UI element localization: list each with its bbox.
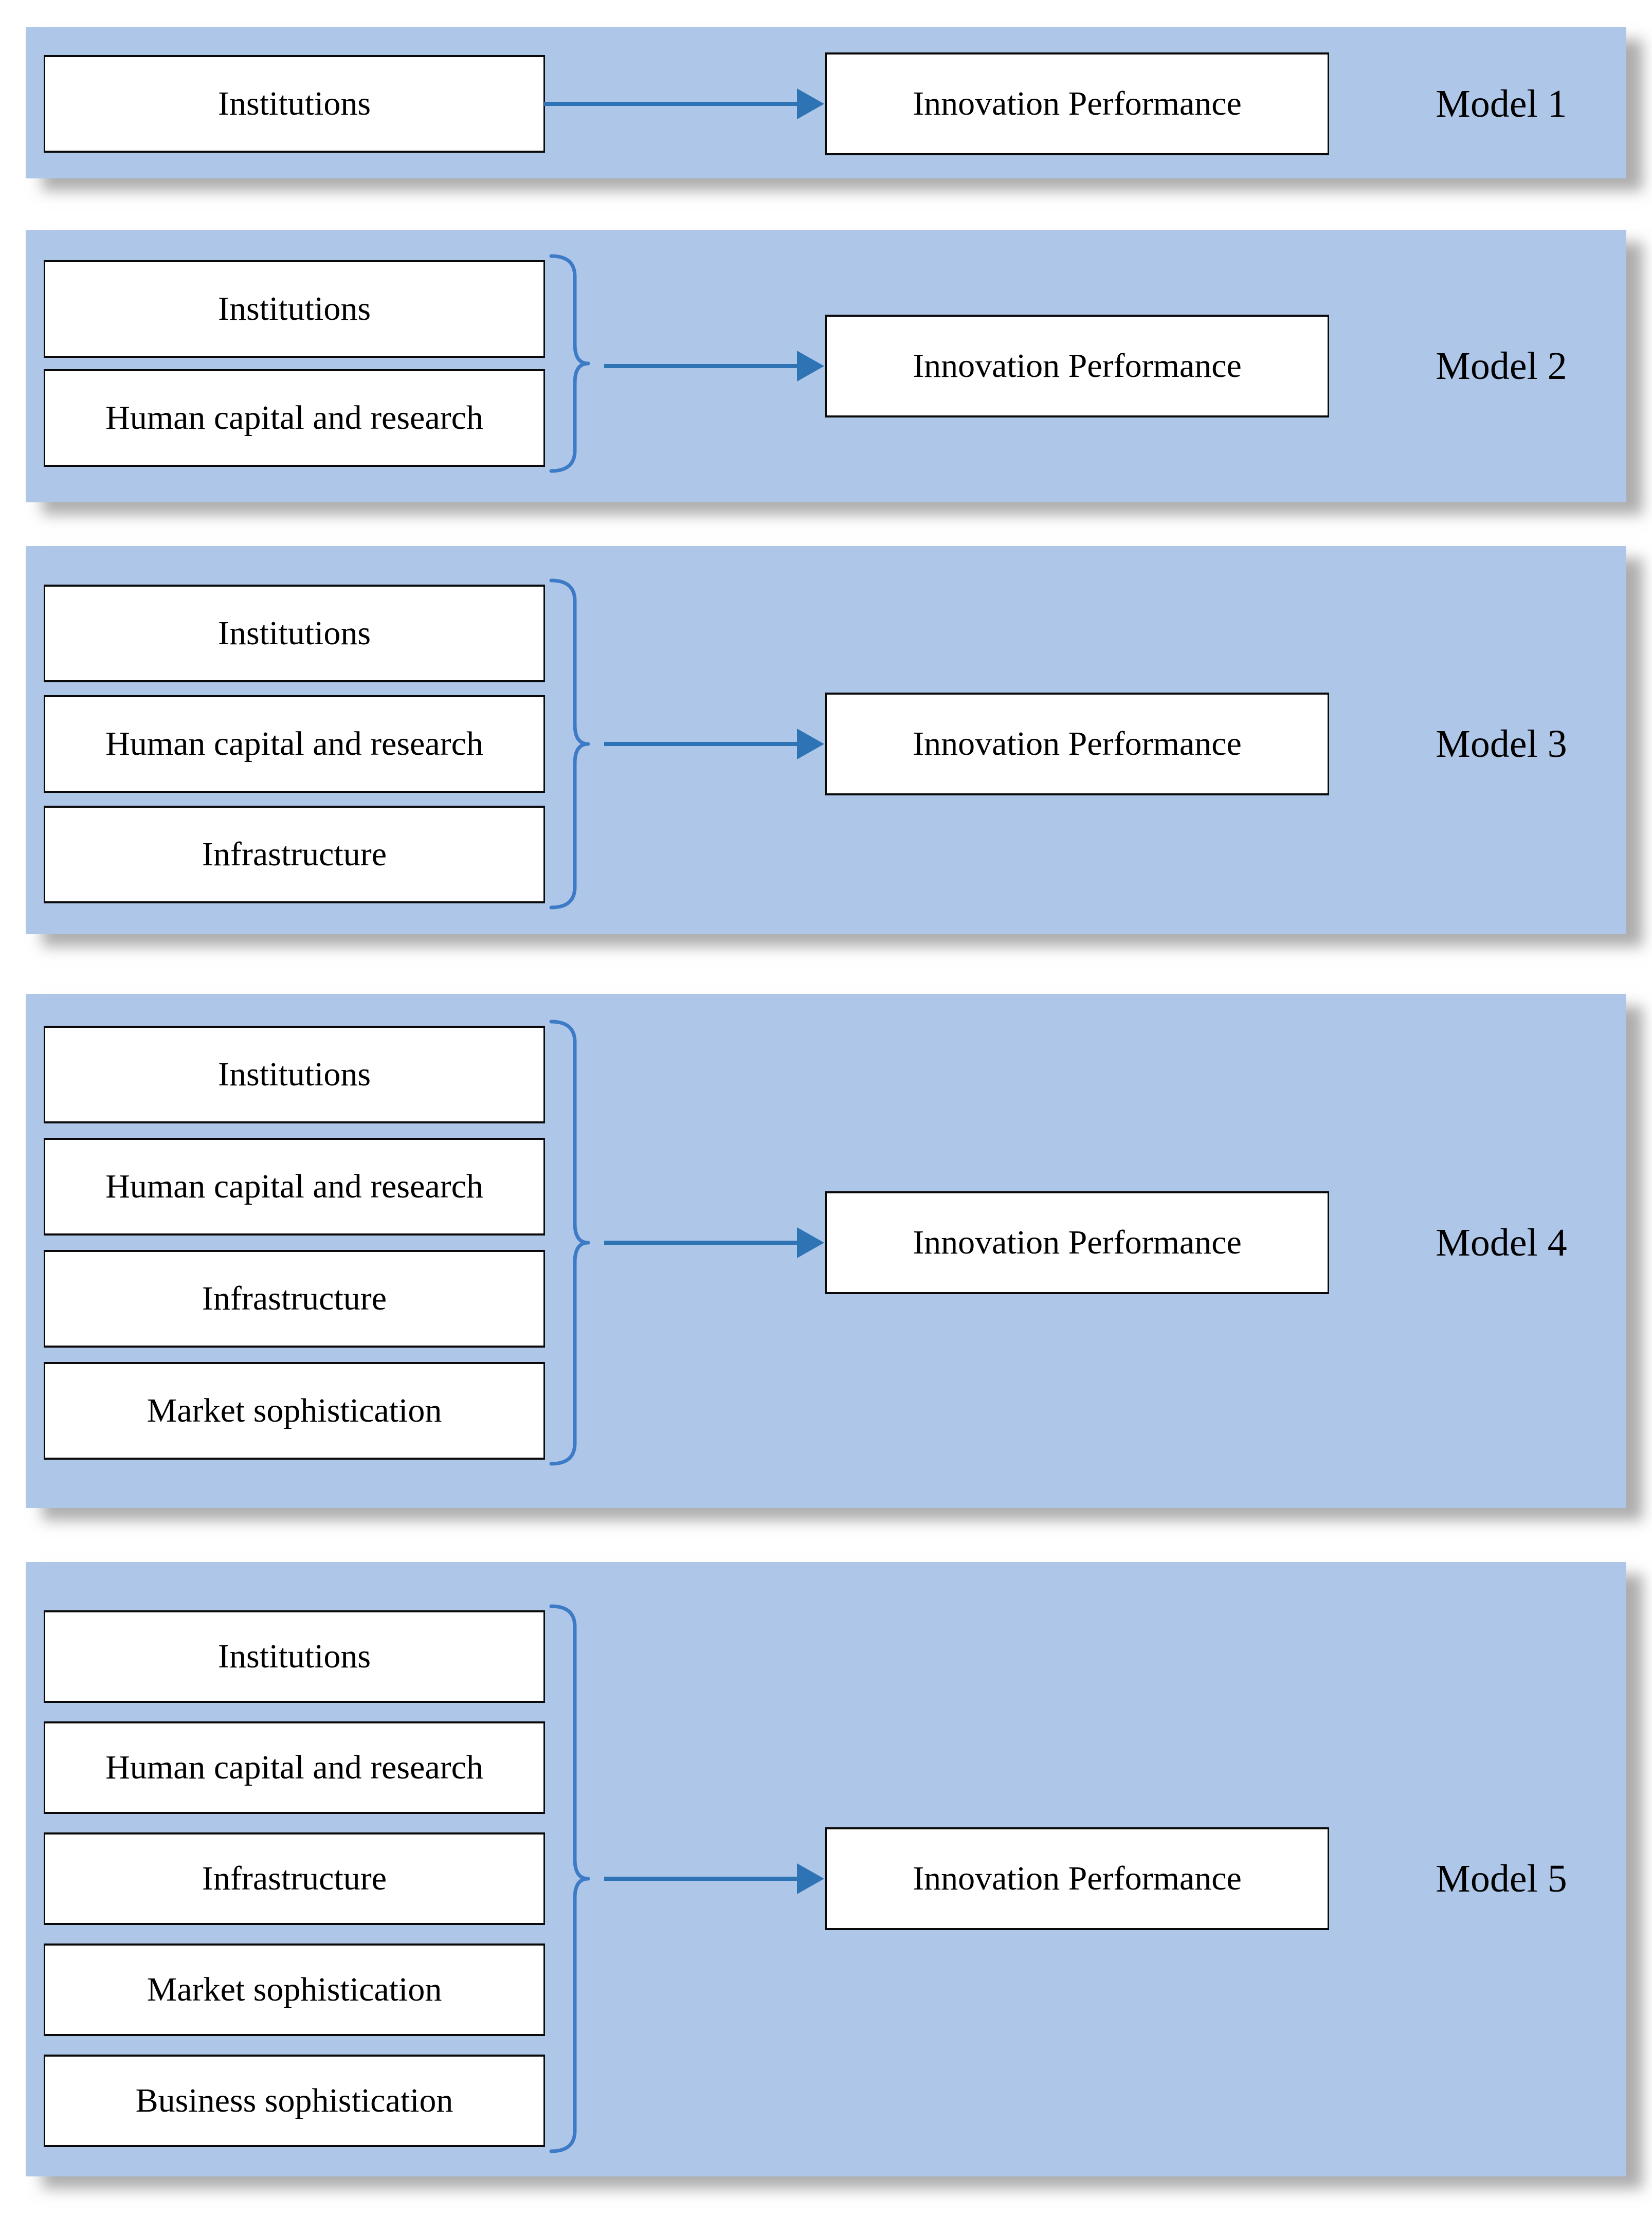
arrow-head-icon (797, 1863, 824, 1894)
input-box: Infrastructure (44, 806, 545, 903)
input-box-label: Infrastructure (202, 835, 387, 873)
arrow-shaft (604, 742, 798, 746)
model-panel-1: Institutions Innovation Performance Model … (26, 27, 1626, 178)
arrow-head-icon (797, 729, 824, 759)
arrow-shaft (604, 364, 798, 368)
outcome-box-label: Innovation Performance (913, 85, 1242, 122)
arrow-head-icon (797, 351, 824, 382)
outcome-box: Innovation Performance (825, 693, 1329, 795)
outcome-box: Innovation Performance (825, 52, 1329, 155)
grouping-brace-icon (549, 578, 590, 910)
outcome-box: Innovation Performance (825, 315, 1329, 417)
input-box: Human capital and research (44, 369, 545, 467)
input-box-label: Human capital and research (105, 1167, 483, 1205)
input-box: Market sophistication (44, 1362, 545, 1460)
arrow-shaft (604, 1241, 798, 1245)
input-box: Infrastructure (44, 1832, 545, 1925)
input-box: Market sophistication (44, 1943, 545, 2036)
input-box: Institutions (44, 1026, 545, 1123)
input-box: Business sophistication (44, 2055, 545, 2147)
outcome-box: Innovation Performance (825, 1827, 1329, 1930)
input-box: Human capital and research (44, 1721, 545, 1814)
input-box-label: Institutions (217, 614, 371, 652)
input-box: Institutions (44, 1610, 545, 1703)
input-box-label: Human capital and research (105, 398, 483, 437)
outcome-box-label: Innovation Performance (913, 1860, 1242, 1897)
input-box: Institutions (44, 55, 545, 153)
input-box: Human capital and research (44, 1138, 545, 1236)
input-box: Institutions (44, 260, 545, 358)
outcome-box: Innovation Performance (825, 1191, 1329, 1294)
input-box-label: Human capital and research (105, 724, 483, 762)
grouping-brace-icon (549, 1604, 590, 2153)
outcome-box-label: Innovation Performance (913, 1224, 1242, 1261)
arrow-shaft (544, 102, 798, 106)
input-box-label: Institutions (217, 84, 371, 122)
input-box-label: Human capital and research (105, 1748, 483, 1786)
input-box-label: Infrastructure (202, 1859, 387, 1897)
grouping-brace-icon (549, 1020, 590, 1466)
outcome-box-label: Innovation Performance (913, 725, 1242, 762)
outcome-box-label: Innovation Performance (913, 347, 1242, 385)
arrow-shaft (604, 1877, 798, 1881)
input-box-label: Institutions (217, 1055, 371, 1093)
input-box-label: Market sophistication (147, 1391, 442, 1429)
input-box-label: Infrastructure (202, 1279, 387, 1317)
model-label: Model 5 (1436, 1857, 1567, 1900)
input-box-label: Business sophistication (135, 2081, 453, 2119)
arrow-head-icon (797, 1227, 824, 1258)
model-label: Model 4 (1436, 1221, 1567, 1264)
input-box: Institutions (44, 585, 545, 682)
model-label: Model 1 (1436, 82, 1567, 125)
input-box: Human capital and research (44, 695, 545, 793)
input-box: Infrastructure (44, 1250, 545, 1348)
grouping-brace-icon (549, 254, 590, 473)
input-box-label: Institutions (217, 289, 371, 328)
model-label: Model 3 (1436, 722, 1567, 766)
input-box-label: Institutions (217, 1637, 371, 1675)
arrow-head-icon (797, 88, 824, 119)
input-box-label: Market sophistication (147, 1970, 442, 2008)
model-label: Model 2 (1436, 344, 1567, 388)
